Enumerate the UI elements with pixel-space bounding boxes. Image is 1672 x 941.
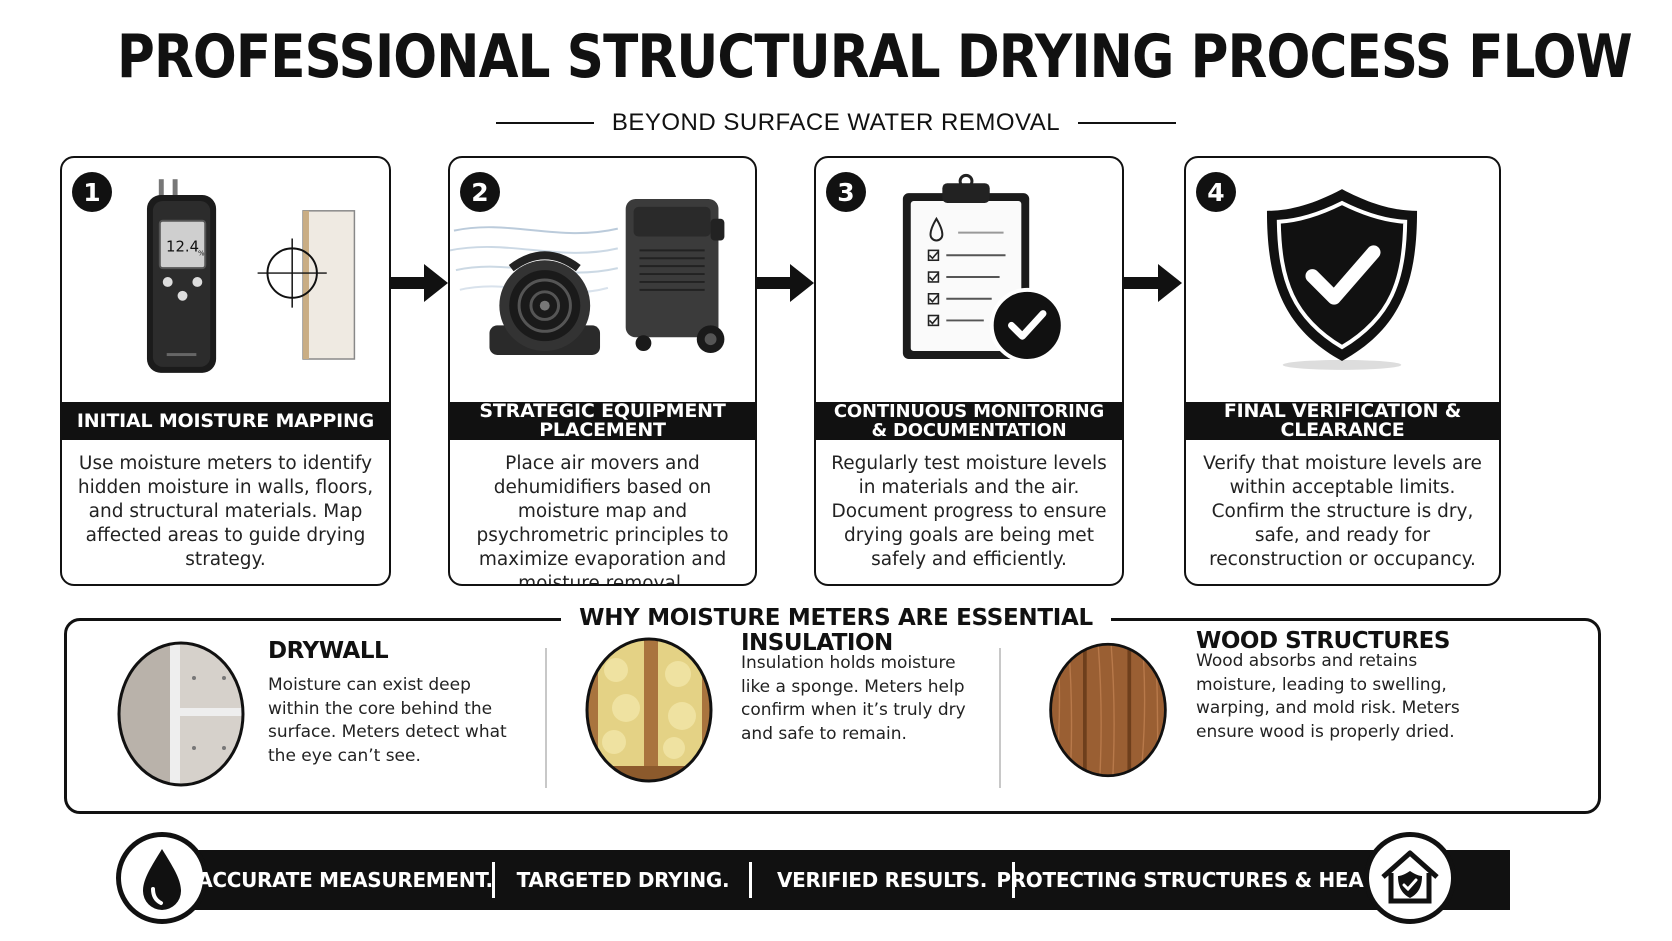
- moisture-meter-icon: 12.4 %: [146, 179, 217, 373]
- air-mover-icon: [489, 251, 601, 355]
- svg-text:%: %: [198, 249, 205, 257]
- step-card-1: 12.4 % 1 INITIAL MOISTURE MAPPING Use mo…: [60, 156, 391, 586]
- step-title-4: FINAL VERIFICATION & CLEARANCE: [1186, 402, 1499, 440]
- dehumidifier-icon: [625, 199, 725, 354]
- step-description-3: Regularly test moisture levels in materi…: [831, 453, 1107, 570]
- step-3-illustration: [902, 173, 1065, 363]
- step-number-1: 1: [72, 172, 112, 212]
- material-divider-1: [545, 648, 547, 788]
- step-card-3: 3 CONTINUOUS MONITORING & DOCUMENTATION …: [814, 156, 1124, 586]
- footer-item-3: VERIFIED RESULTS.: [777, 868, 987, 892]
- house-shield-icon: [1381, 850, 1439, 904]
- subtitle-row: BEYOND SURFACE WATER REMOVAL: [0, 108, 1672, 138]
- step-title-3-line-1: CONTINUOUS MONITORING: [833, 401, 1105, 422]
- step-title-1: INITIAL MOISTURE MAPPING: [62, 402, 389, 440]
- step-1-illustration: 12.4 %: [146, 179, 356, 373]
- material-drywall-title: DRYWALL: [268, 638, 389, 664]
- checkmark-circle-icon: [989, 287, 1065, 363]
- footer-item-2: TARGETED DRYING.: [516, 868, 730, 892]
- why-section: [64, 618, 1601, 814]
- footer-separator-2: [749, 862, 752, 898]
- material-wood: WOOD STRUCTURES Wood absorbs and retains…: [1046, 628, 1496, 798]
- material-drywall: DRYWALL Moisture can exist deep within t…: [114, 638, 534, 798]
- footer-left-badge: [116, 832, 208, 924]
- footer-item-1: ACCURATE MEASUREMENT.: [197, 868, 493, 892]
- material-insulation-description: Insulation holds moisture like a sponge.…: [741, 653, 966, 744]
- step-title-3-line-2: & DOCUMENTATION: [871, 420, 1067, 441]
- step-card-2: 2 STRATEGIC EQUIPMENT PLACEMENT Place ai…: [448, 156, 757, 586]
- insulation-icon: [585, 637, 713, 783]
- footer-bar: [170, 850, 1510, 910]
- footer-separator-3: [1012, 862, 1015, 898]
- step-card-4: 4 FINAL VERIFICATION & CLEARANCE Verify …: [1184, 156, 1501, 586]
- shield-check-icon: [1266, 189, 1418, 361]
- crosshair-wall-icon: [257, 210, 356, 360]
- subtitle-rule-left: [495, 122, 594, 124]
- meter-reading: 12.4: [166, 238, 199, 255]
- footer-right-badge: [1364, 832, 1456, 924]
- water-drop-icon: [143, 849, 181, 910]
- flow-arrow-2-icon: [756, 264, 814, 302]
- step-description-4: Verify that moisture levels are within a…: [1203, 453, 1482, 570]
- footer-item-4: PROTECTING STRUCTURES & HEALTH.: [996, 868, 1410, 892]
- material-insulation-title: INSULATION: [741, 630, 893, 656]
- flow-arrow-1-icon: [390, 264, 448, 302]
- material-wood-description: Wood absorbs and retains moisture, leadi…: [1196, 651, 1460, 742]
- step-4-illustration: [1266, 189, 1418, 370]
- material-insulation: INSULATION Insulation holds moisture lik…: [582, 630, 992, 798]
- footer-separator-1: [492, 862, 495, 898]
- page-title: PROFESSIONAL STRUCTURAL DRYING PROCESS F…: [117, 22, 1633, 92]
- step-description-1: Use moisture meters to identify hidden m…: [77, 453, 374, 570]
- step-title-2: STRATEGIC EQUIPMENT PLACEMENT: [450, 402, 755, 440]
- why-section-title: WHY MOISTURE METERS ARE ESSENTIAL: [561, 605, 1111, 631]
- wood-grain-icon: [1049, 642, 1167, 778]
- step-description-2: Place air movers and dehumidifiers based…: [476, 453, 729, 586]
- flow-arrow-3-icon: [1124, 264, 1182, 302]
- step-number-4: 4: [1196, 172, 1236, 212]
- step-number-2: 2: [460, 172, 500, 212]
- subtitle-rule-right: [1078, 122, 1177, 124]
- material-wood-title: WOOD STRUCTURES: [1196, 628, 1450, 654]
- why-title-wrap: WHY MOISTURE METERS ARE ESSENTIAL: [0, 605, 1672, 631]
- material-divider-2: [999, 648, 1001, 788]
- step-number-3: 3: [826, 172, 866, 212]
- step-title-3: CONTINUOUS MONITORING & DOCUMENTATION: [816, 402, 1122, 440]
- drywall-icon: [117, 641, 245, 787]
- material-drywall-description: Moisture can exist deep within the core …: [268, 675, 507, 766]
- page-subtitle: BEYOND SURFACE WATER REMOVAL: [611, 109, 1061, 136]
- step-2-illustration: [450, 199, 725, 355]
